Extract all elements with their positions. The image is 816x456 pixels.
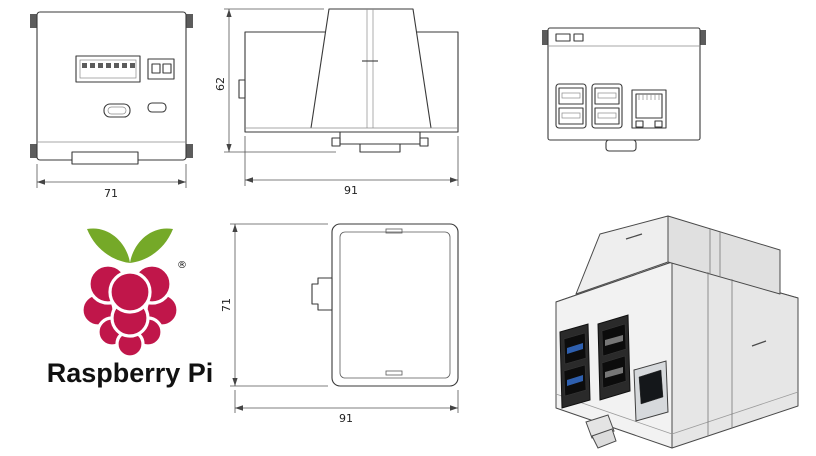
orthographic-rear-view [542,27,706,152]
ethernet-led-right [654,120,663,128]
panel-mark [751,340,767,347]
dim-label-side-height: 71 [220,298,233,312]
width-dimension: 71 [36,164,187,200]
hood-slope-left [310,31,327,129]
din-clip-side [311,277,333,311]
side-latch-tab [238,79,246,99]
enclosure-outline [331,223,459,387]
usb2-tongue [605,367,623,378]
ethernet-opening [638,369,664,405]
width-dimension: 91 [244,136,459,197]
lid-inner-edge [339,231,451,379]
hood-handle-mark [625,233,643,240]
hood-slope-right [415,31,432,129]
usb-stack-right [591,83,623,129]
logo-wordmark: Raspberry Pi [47,358,214,388]
mount-ear-bottom-left [30,144,38,158]
vent-slot-1 [555,33,571,42]
mount-ear-left [542,30,549,45]
isometric-3d-view [555,215,799,449]
din-clip-tab [71,151,139,165]
dim-label-top-width: 71 [104,187,118,200]
hood-front-face [575,215,669,295]
usb-stack-left-3d [559,323,591,409]
usb-stack-left [555,83,587,129]
base-seam-right [671,391,799,435]
leaf-right [130,228,173,263]
usb-stack-right-3d [597,314,631,401]
raspberry-pi-logo: ® Raspberry Pi [47,228,214,388]
case-body [555,215,799,449]
terminal-pins [82,63,135,68]
dim-label-front-width: 91 [344,184,358,197]
top-latch-mark [385,228,403,234]
ethernet-port [631,89,667,129]
registered-trademark-symbol: ® [177,260,187,271]
side-view-drawing: 71 91 [220,223,459,425]
enclosure-outline [36,11,187,161]
bottom-foot [605,139,637,152]
enclosure-outline [244,8,459,133]
hdmi-slot [147,102,167,113]
usb3-tongue [567,343,583,354]
micro-usb-cutout [103,103,131,118]
dim-label-front-height: 62 [214,77,227,91]
height-dimension: 71 [220,223,328,387]
aux-connector [147,58,175,80]
orthographic-side-view: 71 91 [220,223,459,425]
mount-ear-top-left [30,14,38,28]
mount-ear-top-right [185,14,193,28]
rear-view-drawing [542,27,706,152]
height-dimension: 62 [214,8,336,153]
bottom-latch-mark [385,370,403,376]
width-dimension: 91 [234,390,459,425]
usb2-tongue [605,335,623,346]
logo-berry [80,263,180,359]
front-view-drawing: 62 91 [214,8,459,197]
usb3-tongue [567,375,583,386]
din-clip [331,131,429,153]
logo-leaves [87,228,173,263]
mount-ear-right [699,30,706,45]
top-view-drawing: 71 [30,11,193,200]
terminal-block [75,55,141,83]
orthographic-top-view: 71 [30,11,193,200]
din-clip-3d [585,414,617,449]
ethernet-port-3d [633,360,669,422]
dim-label-side-width: 91 [339,412,353,425]
leaf-left [87,228,130,263]
vent-slot-2 [573,33,584,42]
mount-ear-bottom-right [185,144,193,158]
ethernet-led-left [635,120,644,128]
orthographic-front-view: 62 91 [214,8,459,197]
